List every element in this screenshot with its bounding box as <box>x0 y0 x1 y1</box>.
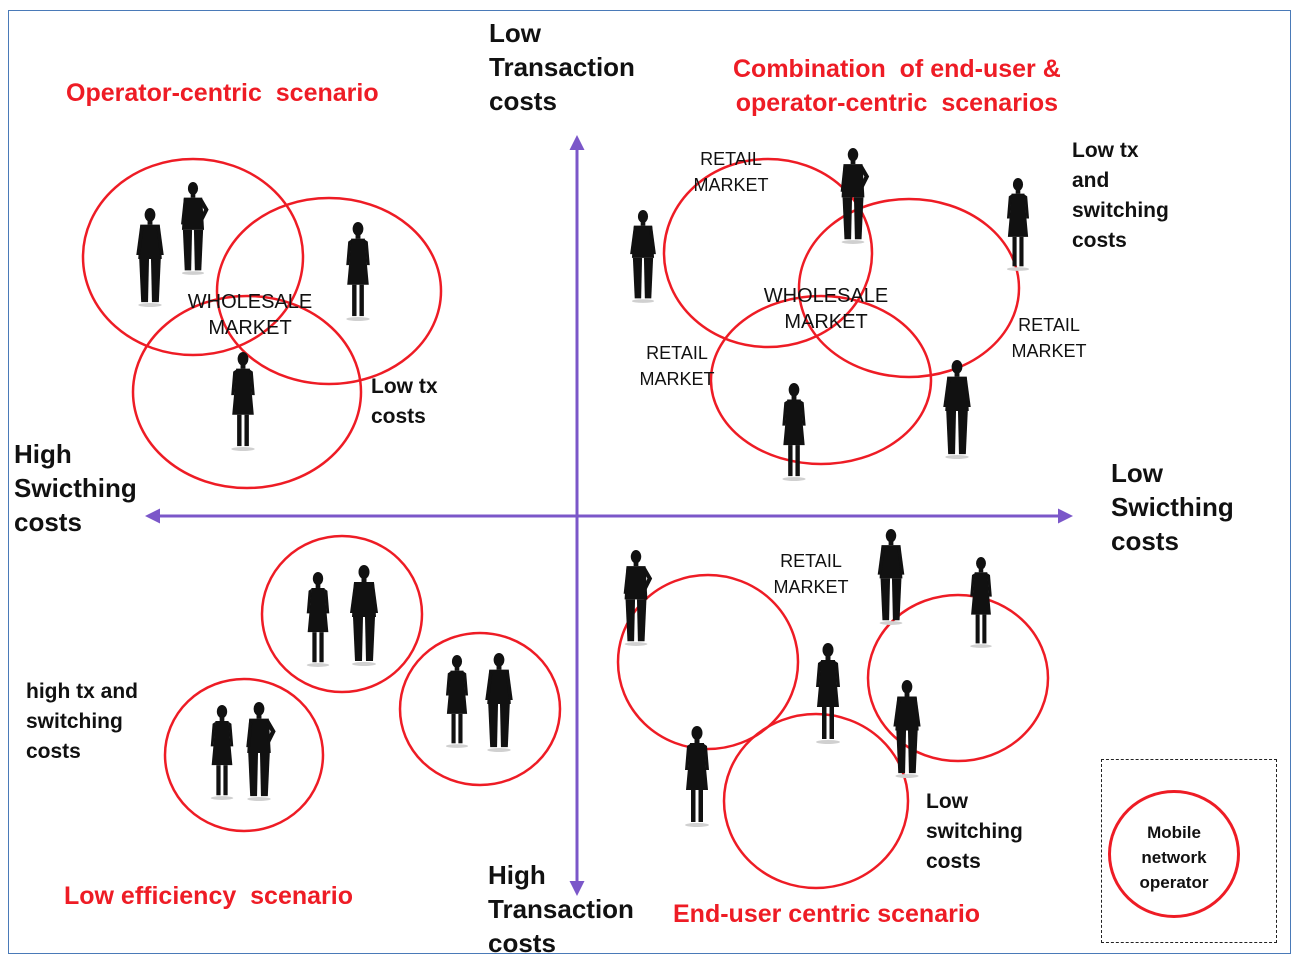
circle-combo-1 <box>662 157 874 349</box>
person-operator-1 <box>136 208 164 307</box>
person-combo-2 <box>840 148 870 244</box>
person-low-eff-1 <box>306 572 330 667</box>
scenario-operator-centric: Operator-centric scenario <box>66 79 379 107</box>
person-low-eff-2 <box>350 565 378 666</box>
scenario-combination: Combination of end-user &operator-centri… <box>733 55 1061 117</box>
circle-operator-1 <box>81 157 305 357</box>
circle-end-user-3 <box>722 712 910 890</box>
circle-end-user-2 <box>866 593 1050 763</box>
person-low-eff-5 <box>210 705 234 800</box>
person-low-eff-6 <box>246 702 276 801</box>
circle-combo-3 <box>709 294 933 466</box>
person-end-user-1 <box>623 550 653 646</box>
person-low-eff-3 <box>445 655 469 748</box>
person-operator-3 <box>346 222 370 321</box>
person-end-user-6 <box>685 726 709 827</box>
circle-operator-2 <box>215 196 443 386</box>
person-end-user-2 <box>877 529 905 625</box>
circle-low-eff-1 <box>260 534 424 694</box>
circle-operator-3 <box>131 294 363 490</box>
circle-end-user-1 <box>616 573 800 751</box>
person-end-user-5 <box>893 680 921 778</box>
person-end-user-4 <box>816 643 840 744</box>
person-operator-2 <box>181 182 209 275</box>
person-combo-1 <box>630 210 656 303</box>
circle-low-eff-2 <box>398 631 562 787</box>
person-operator-4 <box>231 352 255 451</box>
person-combo-5 <box>782 383 806 481</box>
scenario-end-user-centric: End-user centric scenario <box>673 900 981 928</box>
person-end-user-3 <box>970 557 992 648</box>
legend-operator-circle <box>1108 790 1240 918</box>
person-combo-4 <box>943 360 971 459</box>
diagram-frame <box>8 10 1291 954</box>
scenario-low-efficiency: Low efficiency scenario <box>64 882 353 910</box>
legend-box <box>1101 759 1277 943</box>
circle-combo-2 <box>797 197 1021 379</box>
person-low-eff-4 <box>485 653 513 752</box>
circle-low-eff-3 <box>163 677 325 833</box>
person-combo-3 <box>1006 178 1030 271</box>
